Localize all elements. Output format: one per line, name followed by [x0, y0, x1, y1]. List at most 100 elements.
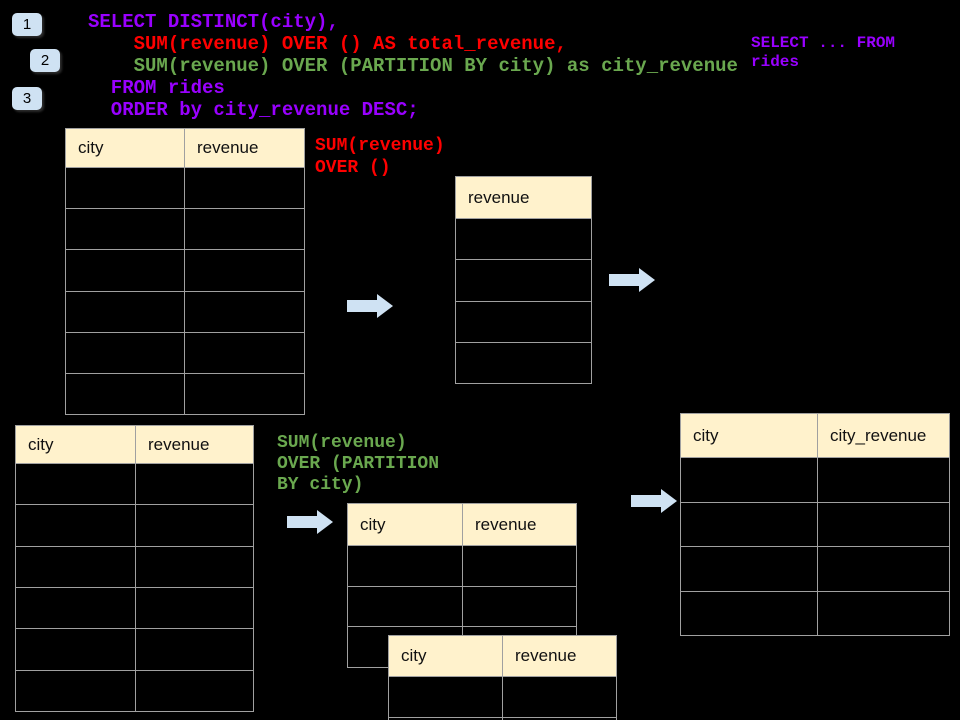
table-row	[16, 464, 253, 505]
table-row	[66, 372, 304, 415]
table-row	[456, 259, 591, 301]
step-badge-3: 3	[12, 87, 42, 110]
table-row	[16, 669, 253, 711]
sql-code-line: SUM(revenue) OVER (PARTITION BY city) as…	[88, 55, 738, 77]
sql-query-code: SELECT DISTINCT(city), SUM(revenue) OVER…	[88, 11, 738, 121]
column-header-revenue: revenue	[515, 646, 577, 665]
table-cell	[456, 343, 591, 383]
table-cell	[16, 670, 136, 711]
sql-code-line: ORDER by city_revenue DESC;	[88, 99, 419, 121]
table-cell	[456, 302, 591, 342]
table-row	[66, 249, 304, 291]
sql-code-line: SUM(revenue) OVER () AS total_revenue,	[88, 33, 567, 55]
table-cell	[66, 250, 185, 291]
column-header-city: city	[16, 426, 136, 463]
table-source-rides-bottom: city revenue	[15, 425, 254, 712]
table-cell	[66, 332, 185, 373]
sql-context-note: SELECT ... FROM rides	[751, 34, 896, 71]
table-row	[456, 341, 591, 383]
table-body	[66, 168, 304, 415]
arrow-head	[377, 294, 393, 318]
arrow-head	[639, 268, 655, 292]
sql-code-line: FROM rides	[88, 77, 225, 99]
table-cell	[681, 458, 818, 502]
table-header-row: city city_revenue	[681, 414, 949, 458]
table-body	[681, 458, 949, 635]
table-cell	[185, 168, 304, 208]
table-header-row: city revenue	[389, 636, 616, 677]
table-row	[66, 168, 304, 209]
table-cell	[818, 547, 949, 591]
table-header-row: city revenue	[16, 426, 253, 464]
column-header-city-revenue: city_revenue	[830, 425, 927, 445]
table-row	[16, 586, 253, 629]
table-cell	[681, 591, 818, 635]
table-cell	[136, 588, 253, 628]
table-total-revenue-result: revenue	[455, 176, 592, 384]
table-row	[681, 590, 949, 636]
flow-arrow-icon	[347, 294, 393, 318]
arrow-head	[661, 489, 677, 513]
column-header-city: city	[389, 636, 503, 676]
table-cell	[136, 464, 253, 504]
table-body	[389, 677, 616, 720]
table-cell	[456, 219, 591, 259]
table-header-row: revenue	[456, 177, 591, 219]
table-cell	[463, 546, 576, 586]
column-header-revenue: revenue	[475, 514, 537, 534]
table-cell	[136, 629, 253, 669]
table-cell	[185, 333, 304, 373]
table-row	[66, 208, 304, 250]
table-cell	[16, 587, 136, 629]
arrow-body	[609, 274, 639, 286]
table-partition-b: city revenue	[388, 635, 617, 720]
table-header-row: city revenue	[348, 504, 576, 546]
table-city-revenue-result: city city_revenue	[680, 413, 950, 636]
table-cell	[185, 209, 304, 249]
table-row	[66, 290, 304, 332]
table-cell	[16, 629, 136, 670]
table-row	[348, 585, 576, 627]
table-row	[348, 546, 576, 586]
table-cell	[456, 260, 591, 300]
table-cell	[348, 546, 463, 586]
column-header-revenue: revenue	[468, 187, 530, 207]
table-row	[389, 717, 616, 720]
table-cell	[66, 373, 185, 415]
table-cell	[818, 458, 949, 502]
table-row	[681, 458, 949, 502]
table-cell	[136, 671, 253, 711]
table-cell	[16, 505, 136, 546]
table-cell	[66, 209, 185, 250]
flow-arrow-icon	[631, 489, 677, 513]
column-header-city: city	[348, 504, 463, 545]
table-row	[681, 546, 949, 591]
arrow-body	[287, 516, 317, 528]
flow-arrow-icon	[287, 510, 333, 534]
table-cell	[185, 250, 304, 290]
sql-code-line: SELECT DISTINCT(city),	[88, 11, 339, 33]
table-cell	[681, 547, 818, 591]
table-row	[681, 501, 949, 546]
table-cell	[185, 374, 304, 414]
table-source-rides-top: city revenue	[65, 128, 305, 415]
column-header-city: city	[66, 129, 185, 167]
table-cell	[503, 677, 616, 717]
table-cell	[389, 718, 503, 720]
table-row	[389, 677, 616, 717]
table-cell	[681, 502, 818, 546]
table-cell	[348, 586, 463, 627]
table-cell	[66, 168, 185, 209]
annotation-partition-by: SUM(revenue) OVER (PARTITION BY city)	[277, 433, 440, 495]
table-row	[16, 545, 253, 587]
flow-arrow-icon	[609, 268, 655, 292]
arrow-body	[631, 495, 661, 507]
column-header-revenue: revenue	[148, 434, 210, 454]
table-row	[456, 300, 591, 342]
table-cell	[66, 291, 185, 332]
arrow-body	[347, 300, 377, 312]
step-badge-2: 2	[30, 49, 60, 72]
column-header-city: city	[681, 414, 818, 457]
table-cell	[818, 592, 949, 636]
